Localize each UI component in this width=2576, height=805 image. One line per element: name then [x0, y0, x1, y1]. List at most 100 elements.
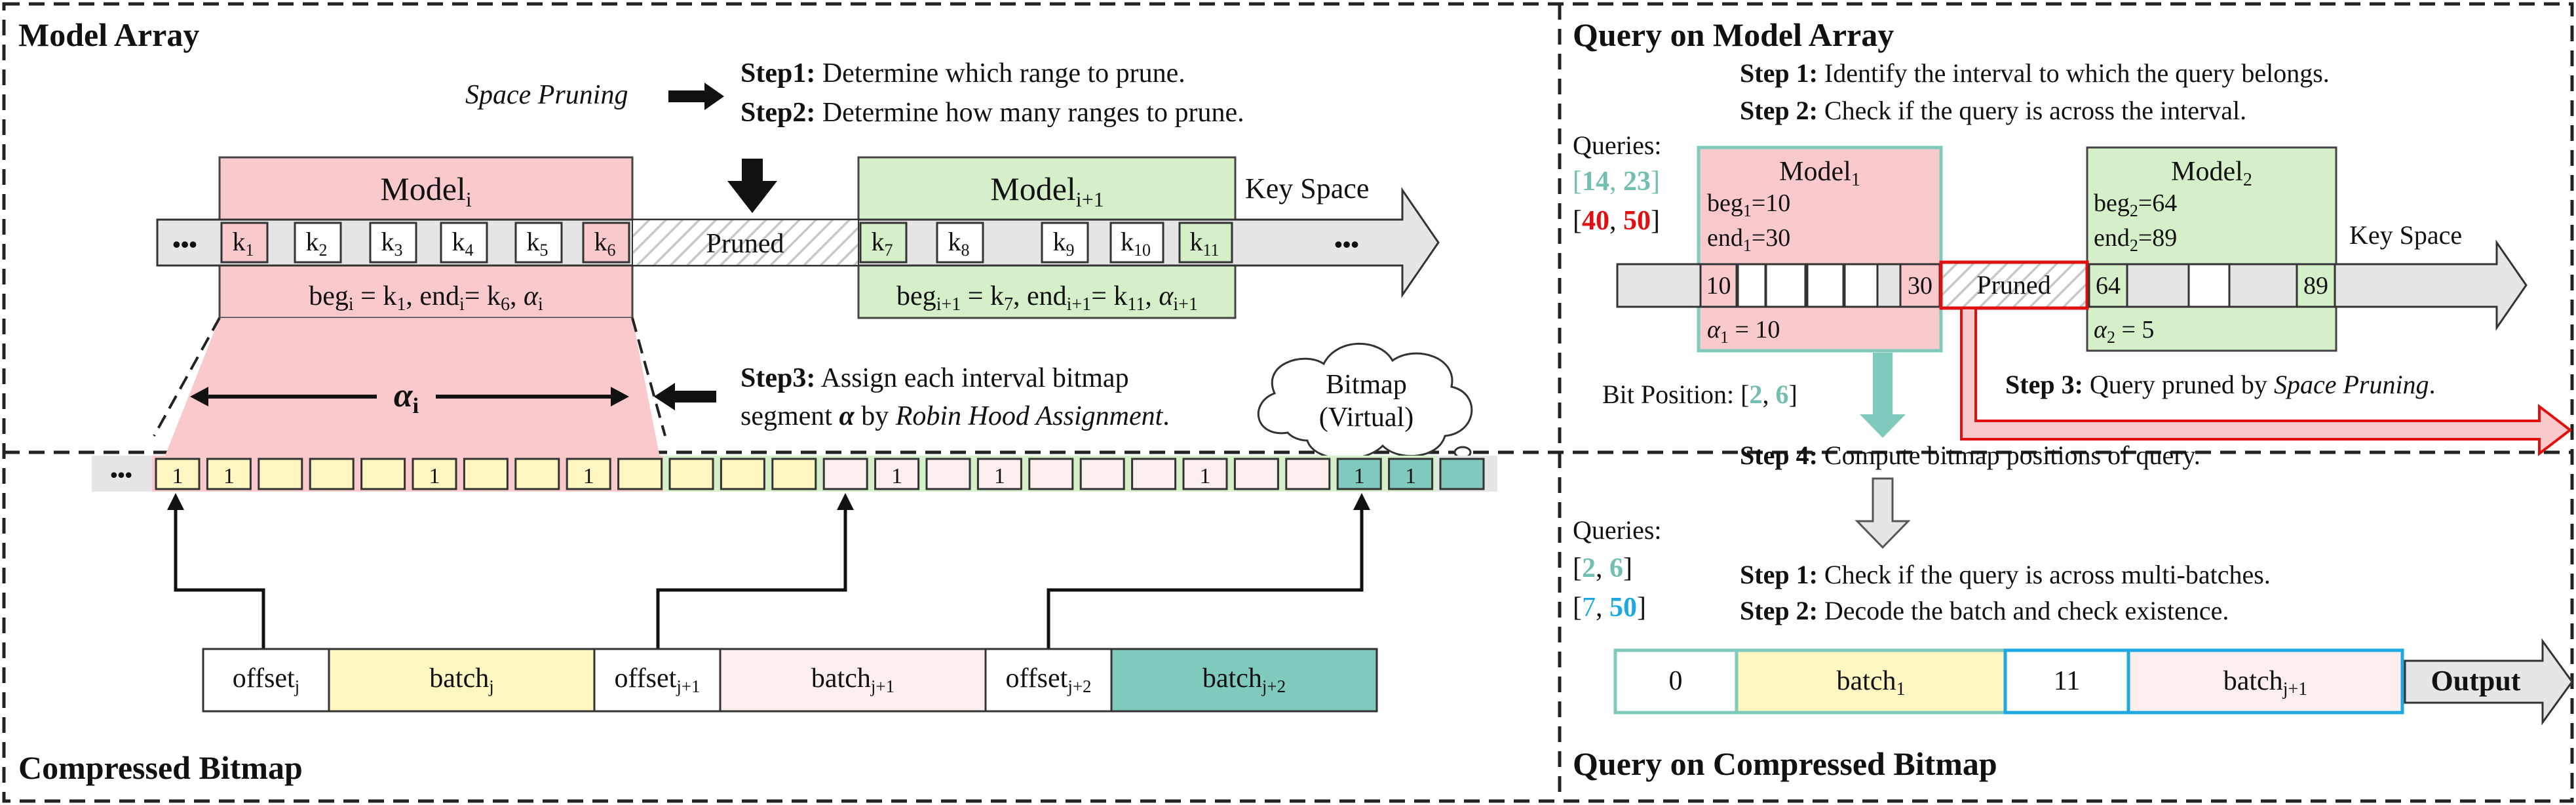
key-cell-label: k7: [872, 227, 893, 260]
key-cell-label: k10: [1121, 227, 1151, 260]
bitmap-cell: [360, 458, 406, 490]
key-cell: [514, 222, 563, 264]
rb-gray-down-arrow: [1855, 477, 1911, 549]
rt-teal-down-arrow: [1860, 353, 1906, 438]
svg-text:Step 4: Compute bitmap positio: Step 4: Compute bitmap positions of quer…: [1740, 441, 2201, 470]
batch-cell: [1110, 648, 1378, 713]
batch-cell: [328, 648, 596, 713]
rt-key-cell-value: 30: [1908, 272, 1932, 300]
segment-trapezoid: [154, 318, 665, 484]
rb-step2-text: Decode the batch and check existence.: [1824, 596, 2229, 625]
svg-text:Modeli: Modeli: [380, 170, 472, 211]
step3-label: Step3:: [740, 363, 815, 393]
bitmap-cell-value: 1: [223, 464, 235, 488]
bitmap-cloud-line1: Bitmap: [1326, 370, 1407, 400]
key-cell-label: k6: [594, 227, 616, 260]
alpha-i-sub: i: [413, 394, 419, 418]
key-cell-label: k3: [381, 227, 403, 260]
rb-query-2: [7, 50]: [1573, 593, 1646, 623]
step3-assign: Step3: Assign each interval bitmap segme…: [654, 363, 1170, 431]
alpha-i-span: αi: [190, 377, 629, 418]
batch-cell: [719, 648, 987, 713]
bitmap-cell: [668, 458, 714, 490]
bitmap-cell: [617, 458, 663, 490]
offset-label: offsetj+2: [1005, 663, 1091, 696]
rt-step4-label: Step 4:: [1740, 441, 1818, 470]
dashed-line-left: [153, 317, 221, 437]
rb-step1-text: Check if the query is across multi-batch…: [1824, 560, 2271, 589]
bitmap-cell: [1028, 458, 1074, 490]
svg-text:Step1: Determine which range: Step1: Determine which range to prune.: [740, 58, 1185, 88]
batch-label: batchj: [429, 663, 493, 696]
rb-batch1: batch1: [1837, 666, 1906, 699]
bitmap-cell: [874, 458, 920, 490]
step2-text: Determine how many ranges to prune.: [822, 98, 1244, 128]
svg-text:Step3: Assign each interval bi: Step3: Assign each interval bitmap: [740, 363, 1129, 393]
step3-text-a: Assign each interval bitmap: [821, 363, 1129, 393]
space-pruning-steps: Space Pruning Step1: Determine which ran…: [465, 58, 1244, 128]
rt-step2-text: Check if the query is across the interva…: [1824, 96, 2246, 125]
bitmap-cell-value: 1: [994, 464, 1005, 488]
model1-box: Model1 beg1=10 end1=30 α1 = 10: [1697, 146, 1943, 353]
offset-pointer-arrows: [174, 505, 1364, 649]
key-cell: [294, 222, 342, 264]
rb-queries-label: Queries:: [1573, 515, 1662, 545]
svg-text:α1 = 10: α1 = 10: [1707, 316, 1780, 347]
bitmap-cell: [1079, 458, 1125, 490]
step3-alpha: α: [839, 401, 855, 431]
model2-label: Model: [2171, 157, 2243, 187]
rb-cell-11: 11: [2054, 666, 2080, 696]
rb-query-1: [2, 6]: [1573, 553, 1632, 583]
step2-label: Step2:: [740, 98, 815, 128]
rt-bit-position: Bit Position: [2, 6]: [1602, 380, 1797, 409]
svg-text:beg1=10: beg1=10: [1707, 189, 1790, 220]
model-i-label: Model: [380, 170, 466, 207]
svg-text:end2=89: end2=89: [2094, 224, 2177, 255]
offset-cell: [984, 648, 1113, 713]
rt-step2-label: Step 2:: [1740, 96, 1818, 125]
step1-label: Step1:: [740, 58, 815, 88]
rt-step1-text: Identify the interval to which the query…: [1824, 58, 2330, 88]
formula-model-i1: begi+1 = k7, endi+1= k11, αi+1: [896, 281, 1198, 315]
bitmap-cell: [258, 458, 303, 490]
rt-pruned-label: Pruned: [1976, 270, 2050, 300]
bitmap-cell-value: 1: [1354, 464, 1365, 488]
batch-label: batchj+2: [1202, 663, 1286, 696]
key-cell-label: k9: [1053, 227, 1075, 260]
rb-output-label: Output: [2431, 665, 2521, 697]
svg-text:αi: αi: [394, 377, 419, 418]
bitmap-cell: [822, 458, 868, 490]
panel-title-query-compressed-bitmap: Query on Compressed Bitmap: [1573, 745, 1997, 782]
svg-text:Step 1: Identify the interval: Step 1: Identify the interval to which t…: [1740, 58, 2330, 88]
bitmap-cell: [1439, 458, 1485, 490]
rt-step3-italic: Space Pruning: [2274, 370, 2429, 399]
left-arrow-icon: [654, 383, 716, 410]
bitmap-cell-value: 1: [891, 464, 902, 488]
panel-title-compressed-bitmap: Compressed Bitmap: [18, 749, 303, 786]
key-space-label-left: Key Space: [1245, 172, 1369, 205]
key-cell: [936, 222, 984, 264]
step3-text-b: segment: [740, 401, 832, 431]
bitmap-cell-value: 1: [429, 464, 440, 488]
step1-text: Determine which range to prune.: [822, 58, 1185, 88]
svg-text:Model1: Model1: [1779, 157, 1860, 190]
rt-query-1: [14, 23]: [1573, 167, 1660, 197]
panel-title-model-array: Model Array: [18, 16, 199, 53]
down-arrow-icon: [727, 159, 777, 213]
bitmap-cell-value: 1: [583, 464, 594, 488]
rt-key-cell: [2187, 263, 2231, 308]
key-cell-label: k11: [1189, 227, 1219, 260]
space-pruning-label: Space Pruning: [465, 80, 628, 110]
bitmap-cell: [566, 458, 611, 490]
key-cell-label: k2: [306, 227, 328, 260]
key-cell: [582, 222, 630, 264]
svg-text:Step 2: Decode the batch and c: Step 2: Decode the batch and check exist…: [1740, 596, 2229, 625]
bitmap-cell: [412, 458, 457, 490]
key-cell: [1041, 222, 1089, 264]
rb-step2-label: Step 2:: [1740, 596, 1818, 625]
